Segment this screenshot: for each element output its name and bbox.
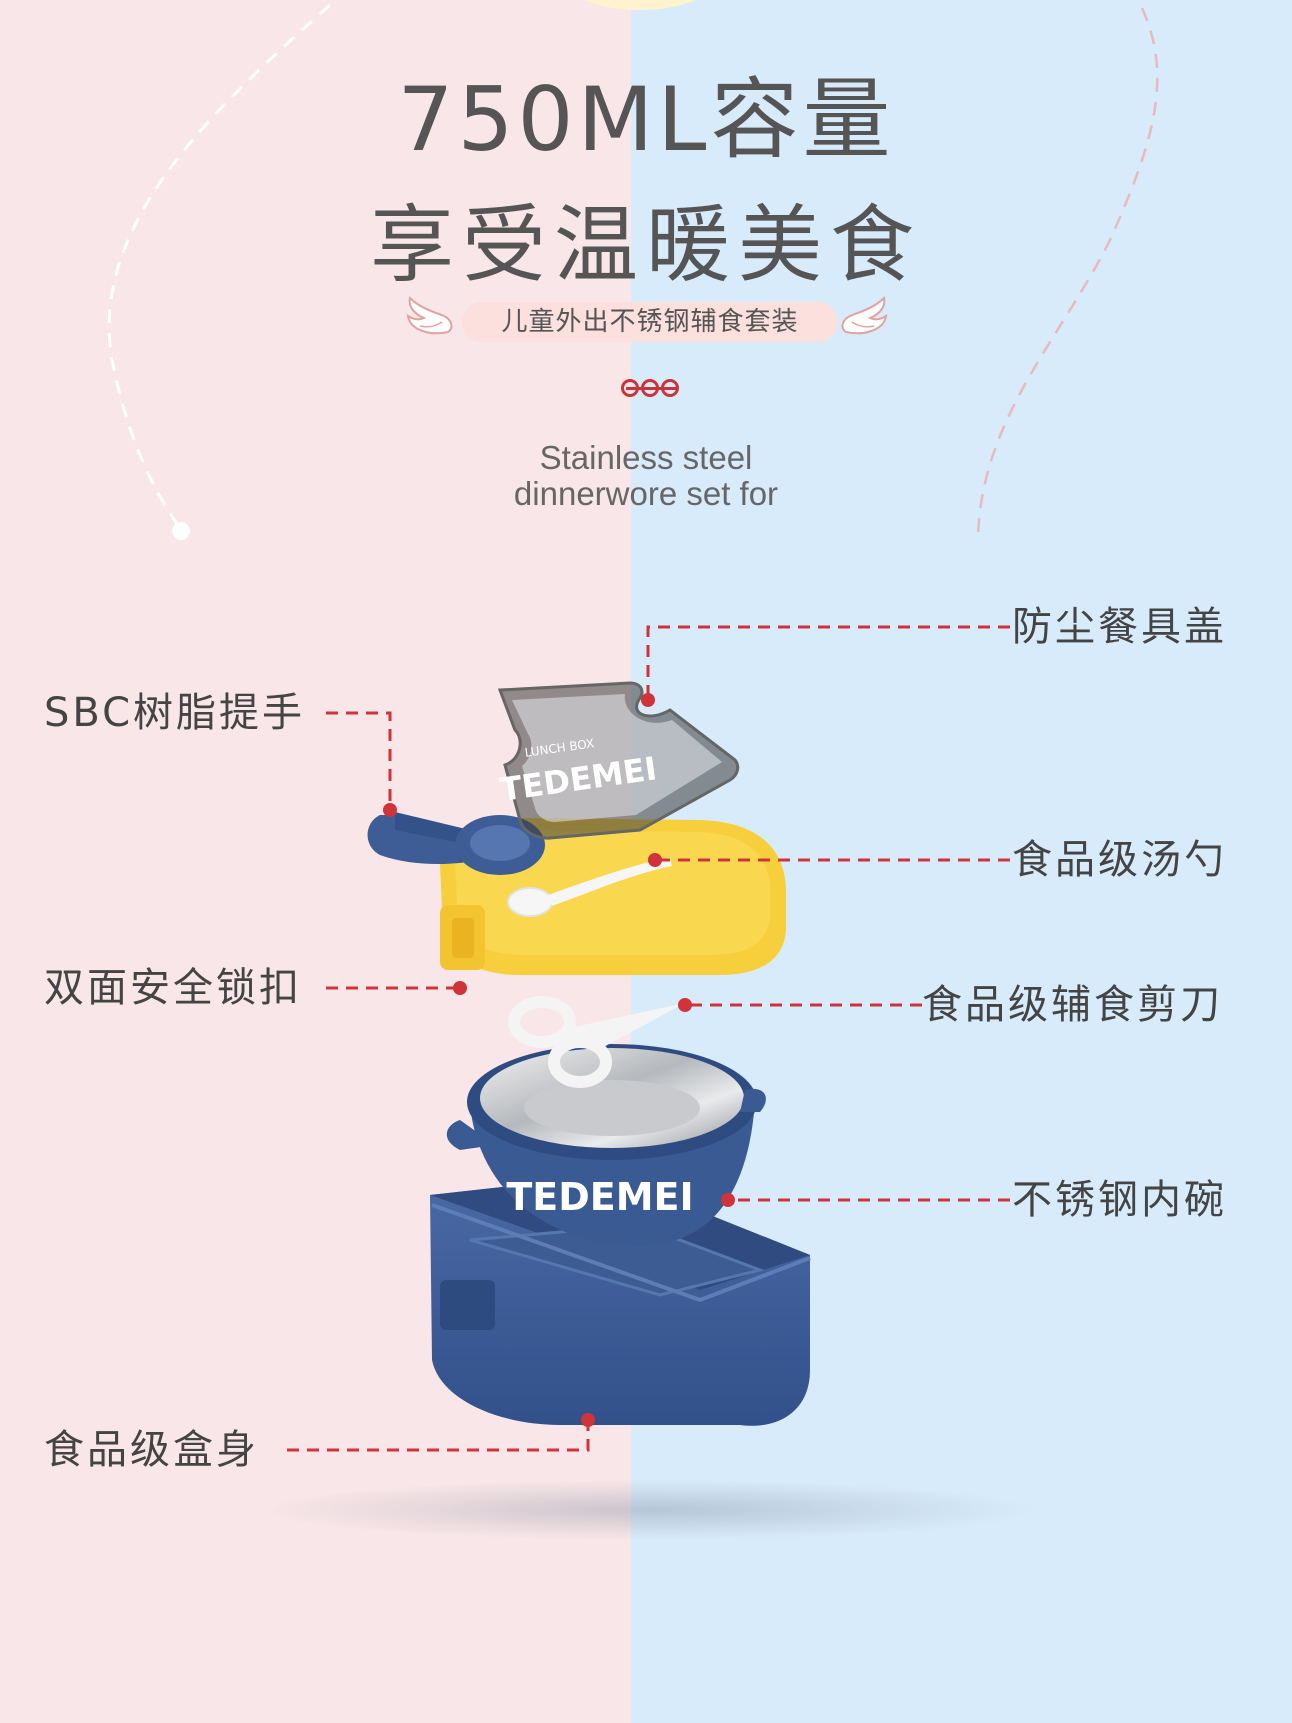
inner-bowl: TEDEMEI [446,1044,766,1246]
wing-right-icon [841,296,888,335]
tagline-pill: 儿童外出不锈钢辅食套装 [462,302,838,342]
callout-scissors: 食品级辅食剪刀 [922,982,1223,1028]
spoon [507,858,672,917]
scissors [508,996,685,1088]
dot-box-body [581,1413,595,1427]
subtitle-line-1: Stainless steel [539,439,753,476]
callout-box-body: 食品级盒身 [44,1427,259,1473]
wing-left-icon [406,296,453,335]
dust-lid: TEDEMEI LUNCH BOX [498,681,740,840]
leader-handle [326,711,392,810]
subtitle-line-2: dinnerwore set for [513,475,779,512]
dot-scissors [678,998,692,1012]
callout-dust-lid: 防尘餐具盖 [1012,604,1227,650]
bowl-brand-print: TEDEMEI [506,1175,693,1219]
sun-decoration [560,0,720,10]
callout-spoon: 食品级汤勺 [1012,837,1227,883]
product-shadow [270,1480,1030,1540]
callout-inner-bowl: 不锈钢内碗 [1012,1177,1227,1223]
heading-warm-food: 享受温暖美食 [369,196,922,294]
handle [367,812,545,875]
dot-inner-bowl [721,1193,735,1207]
dot-dust-lid [641,693,655,707]
callout-lock: 双面安全锁扣 [44,965,302,1011]
callout-handle: SBC树脂提手 [44,690,306,736]
dot-spoon [648,853,662,867]
dot-lock [453,981,467,995]
leader-box-body [287,1420,590,1452]
brand-logo-icon [621,379,679,397]
leader-dust-lid [646,625,1010,700]
dot-handle [383,803,397,817]
heading-capacity: 750ML容量 [397,68,895,171]
